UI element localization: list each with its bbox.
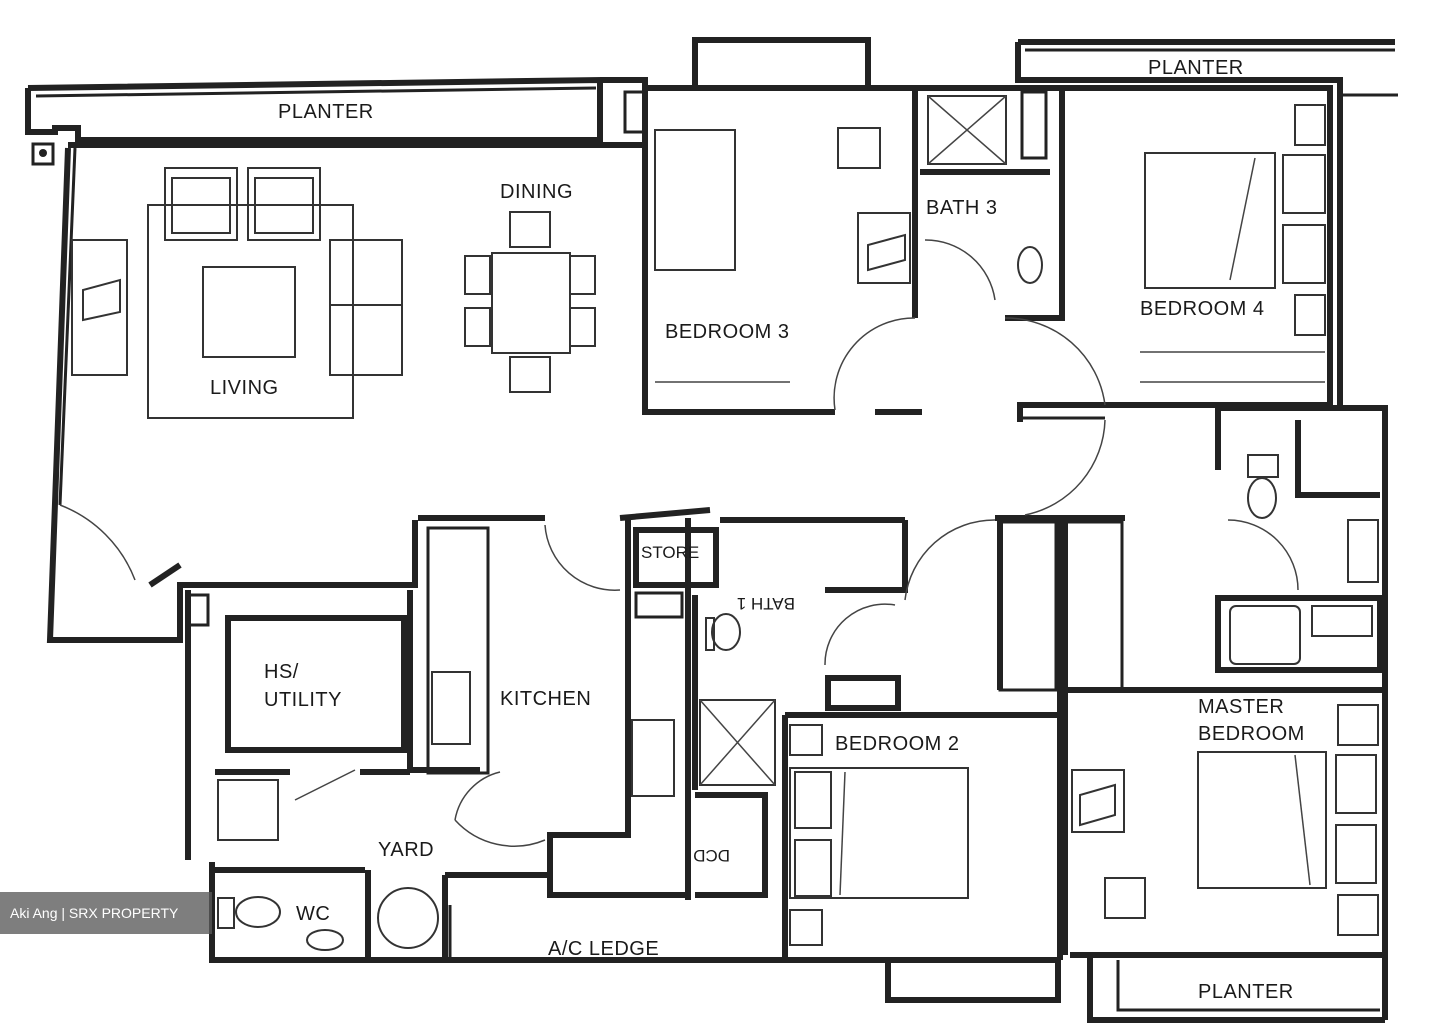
label-hs-line2: UTILITY (264, 689, 342, 711)
label-hs-line1: HS/ (264, 661, 299, 683)
furniture (71, 104, 1379, 951)
room-labels: PLANTER PLANTER PLANTER LIVING DINING BE… (210, 57, 1305, 1003)
label-wc: WC (296, 903, 330, 925)
label-master-line2: BEDROOM (1198, 723, 1305, 745)
door-swings (59, 239, 1299, 847)
label-planter-top-right: PLANTER (1148, 57, 1244, 79)
label-master-line1: MASTER (1198, 696, 1284, 718)
label-kitchen: KITCHEN (500, 688, 591, 710)
label-bedroom2: BEDROOM 2 (835, 733, 960, 755)
label-store: STORE (641, 543, 699, 562)
label-bedroom4: BEDROOM 4 (1140, 298, 1265, 320)
watermark: Aki Ang | SRX PROPERTY (0, 892, 212, 934)
label-living: LIVING (210, 377, 279, 399)
label-ac-ledge: A/C LEDGE (548, 938, 659, 960)
label-dcd: DCD (693, 846, 730, 865)
label-planter-top-left: PLANTER (278, 101, 374, 123)
label-bath3: BATH 3 (926, 197, 998, 219)
label-bedroom3: BEDROOM 3 (665, 321, 790, 343)
outer-walls (25, 37, 1398, 1023)
label-planter-bottom: PLANTER (1198, 981, 1294, 1003)
label-dining: DINING (500, 181, 573, 203)
label-yard: YARD (378, 839, 434, 861)
label-bath1: BATH 1 (737, 594, 795, 613)
